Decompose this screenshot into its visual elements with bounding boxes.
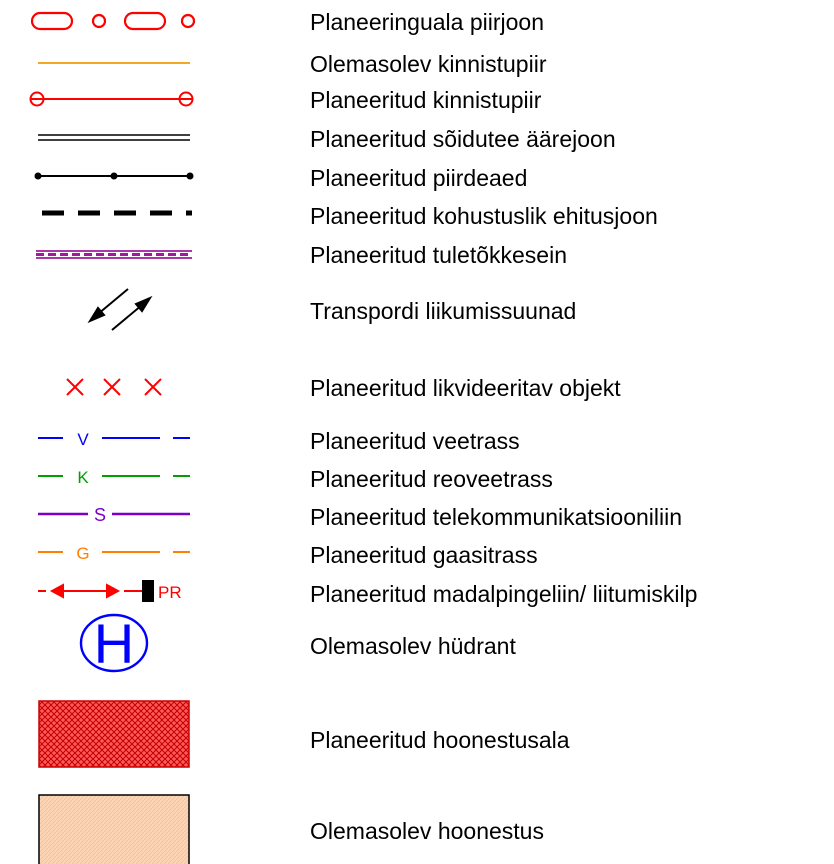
telecom-line-code: S (94, 505, 106, 525)
legend-label-water-line: Planeeritud veetrass (310, 428, 520, 454)
hydrant-icon (79, 613, 149, 673)
sewer-line-code: K (77, 468, 89, 487)
legend-label-gas-line: Planeeritud gaasitrass (310, 542, 538, 568)
traffic-arrows-icon (87, 288, 153, 331)
legend-label-telecom-line: Planeeritud telekommunikatsiooniliin (310, 504, 683, 530)
legend-label-building-area: Planeeritud hoonestusala (310, 727, 570, 753)
legend-label-existing-building: Olemasolev hoonestus (310, 818, 544, 844)
boundary-chain-icon (30, 11, 196, 31)
power-line-code: PR (158, 583, 182, 602)
hydrant-code: H (94, 612, 134, 675)
legend-label-firewall: Planeeritud tuletõkkesein (310, 242, 567, 268)
legend-label-sewer-line: Planeeritud reoveetrass (310, 466, 553, 492)
fence-line-icon (34, 172, 194, 180)
legend-label-fence: Planeeritud piirdeaed (310, 165, 528, 191)
legend-label-road-edge: Planeeritud sõidutee äärejoon (310, 126, 616, 152)
power-line-icon (38, 580, 154, 602)
legend-label-planned-property-line: Planeeritud kinnistupiir (310, 87, 542, 113)
hatched-red-area-icon (38, 700, 190, 768)
gas-line-code: G (76, 544, 89, 563)
firewall-line-icon (36, 250, 192, 259)
legend-label-traffic-directions: Transpordi liikumissuunad (310, 298, 577, 324)
legend-label-demolish-object: Planeeritud likvideeritav objekt (310, 375, 621, 401)
red-crosses-icon (66, 378, 162, 396)
red-line-circles-icon (29, 91, 194, 107)
legend-label-building-line: Planeeritud kohustuslik ehitusjoon (310, 203, 658, 229)
legend-label-existing-property-line: Olemasolev kinnistupiir (310, 51, 547, 77)
double-line-icon (38, 134, 190, 141)
legend-label-hydrant: Olemasolev hüdrant (310, 633, 516, 659)
existing-building-icon (38, 794, 190, 864)
legend-label-power-line: Planeeritud madalpingeliin/ liitumiskilp (310, 581, 698, 607)
water-line-code: V (77, 430, 89, 449)
legend-label-planning-boundary: Planeeringuala piirjoon (310, 9, 544, 35)
